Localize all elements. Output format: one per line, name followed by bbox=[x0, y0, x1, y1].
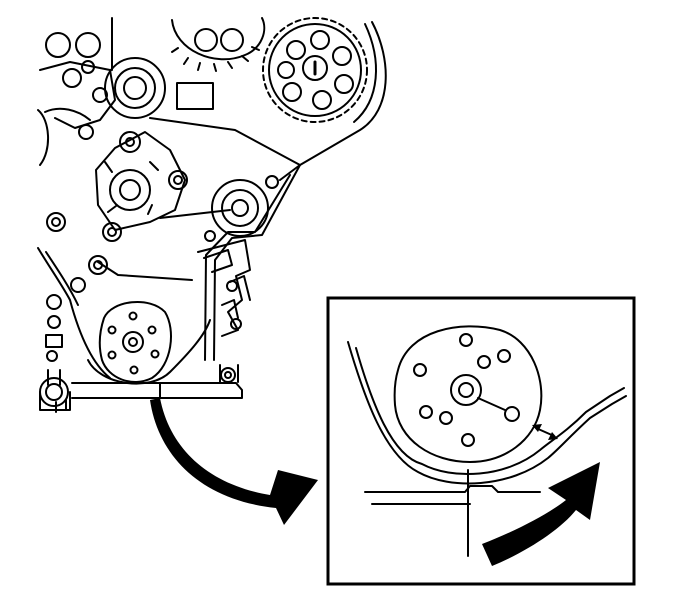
left-bolt-hole bbox=[46, 212, 66, 232]
tensioner-arm bbox=[97, 261, 193, 281]
tensioner-bolt bbox=[70, 277, 86, 293]
detail-timing-belt bbox=[347, 341, 627, 485]
detail-crankshaft-sprocket bbox=[393, 325, 543, 464]
small-bolt bbox=[265, 175, 279, 189]
callout-arrow bbox=[150, 398, 318, 525]
camshaft-sprocket-right bbox=[262, 17, 368, 123]
timing-belt bbox=[213, 164, 301, 361]
idler-pulley bbox=[211, 179, 269, 237]
left-bolt-hole-center bbox=[51, 217, 61, 227]
engine-front-view bbox=[37, 17, 387, 413]
timing-cover-edge bbox=[279, 21, 387, 181]
belt-upper-run bbox=[149, 117, 301, 166]
water-pump bbox=[197, 239, 251, 337]
tensioner-pulley-center bbox=[93, 260, 103, 270]
detail-view bbox=[326, 296, 636, 586]
lower-guide bbox=[219, 364, 239, 383]
tensioner-pulley bbox=[88, 255, 108, 275]
oil-pump-stack bbox=[39, 294, 71, 413]
belt-tensioner bbox=[95, 131, 188, 242]
cover-plate bbox=[176, 82, 214, 110]
detail-oil-pan-flange bbox=[364, 469, 541, 557]
double-headed-arrow bbox=[532, 424, 558, 440]
upper-left-bolt-holes bbox=[37, 17, 116, 166]
timing-belt-inner bbox=[204, 174, 291, 361]
oil-pan-flange bbox=[71, 382, 243, 399]
cover-inner-edge bbox=[353, 23, 377, 123]
belt-lower-loop bbox=[87, 319, 211, 385]
belt-mid-run bbox=[159, 209, 231, 219]
belt-left-run bbox=[37, 247, 111, 379]
lower-guide-bolt-center bbox=[224, 371, 232, 379]
lower-guide-bolt bbox=[220, 367, 236, 383]
mid-bolt-hole bbox=[204, 230, 216, 242]
upper-idler-pulley bbox=[104, 57, 166, 119]
detail-timing-belt-inner bbox=[355, 347, 625, 476]
rotation-arrow bbox=[482, 462, 600, 566]
camshaft-sprocket-left bbox=[171, 17, 266, 72]
crankshaft-sprocket bbox=[98, 300, 172, 383]
belt-left-run-inner bbox=[45, 251, 79, 306]
